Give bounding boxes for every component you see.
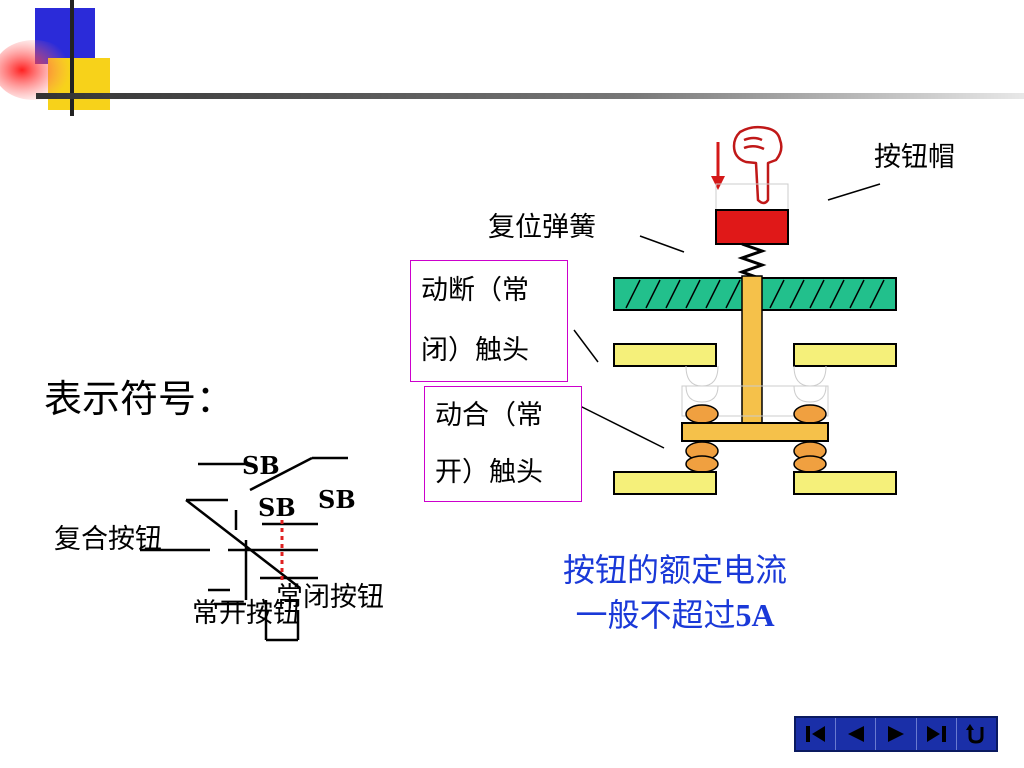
next-icon [888, 726, 904, 742]
note-line1: 按钮的额定电流 [562, 551, 787, 589]
no-fixed-contact-left [613, 471, 717, 495]
symbol-label-sb-top: SB [242, 451, 280, 480]
label-no-contact-box: 动合（常 开）触头 [424, 386, 582, 502]
note-line2: 一般不超过5A [520, 593, 830, 638]
symbol-title: 表示符号： [44, 377, 235, 421]
note-line2-value: 5A [735, 597, 775, 633]
label-no-contact-line2: 开）触头 [435, 457, 543, 488]
nav-last-button[interactable] [917, 718, 957, 750]
symbol-label-sb-right: SB [318, 485, 356, 514]
press-arrow-head [711, 176, 725, 190]
label-nc-button: 常闭按钮 [276, 582, 384, 613]
label-nc-contact-box: 动断（常 闭）触头 [410, 260, 568, 382]
pointing-hand-icon [732, 125, 783, 205]
button-cap [715, 209, 789, 245]
slide-navigation [794, 716, 998, 752]
label-nc-contact-line1: 动断（常 [421, 275, 529, 306]
symbol-label-sb-mid: SB [258, 493, 296, 522]
ornament-red-glow [0, 40, 74, 100]
nav-return-button[interactable] [957, 718, 996, 750]
rated-current-note: 按钮的额定电流 一般不超过5A [520, 548, 830, 638]
leader-reset-spring [639, 235, 685, 253]
note-line2-prefix: 一般不超过 [575, 596, 736, 634]
last-icon [927, 726, 947, 742]
label-nc-contact-line2: 闭）触头 [421, 335, 529, 366]
label-no-contact-line1: 动合（常 [435, 400, 543, 431]
nav-first-button[interactable] [796, 718, 837, 750]
label-compound-button: 复合按钮 [54, 524, 162, 555]
first-icon [805, 726, 825, 742]
ghost-contacts [681, 365, 829, 417]
label-button-cap: 按钮帽 [874, 142, 955, 173]
nc-fixed-contact-left [613, 343, 717, 367]
no-symbol-blade [249, 456, 313, 492]
ornament-horizontal-bar [36, 93, 1024, 99]
leader-no-contact [579, 405, 665, 449]
label-no-button: 常开按钮 [192, 598, 300, 629]
prev-icon [847, 726, 864, 742]
nc-fixed-contact-right [793, 343, 897, 367]
nav-prev-button[interactable] [836, 718, 877, 750]
return-icon [966, 724, 984, 744]
base-plate-hatching [625, 279, 885, 309]
leader-nc-contact [573, 329, 599, 363]
header-ornament [0, 0, 1024, 116]
moving-contact-bar [681, 422, 829, 442]
label-reset-spring: 复位弹簧 [488, 212, 596, 243]
ornament-vertical-line [70, 0, 74, 116]
compound-symbol-blade [185, 499, 301, 589]
nav-next-button[interactable] [876, 718, 917, 750]
leader-button-cap [827, 183, 881, 201]
no-fixed-contact-right [793, 471, 897, 495]
